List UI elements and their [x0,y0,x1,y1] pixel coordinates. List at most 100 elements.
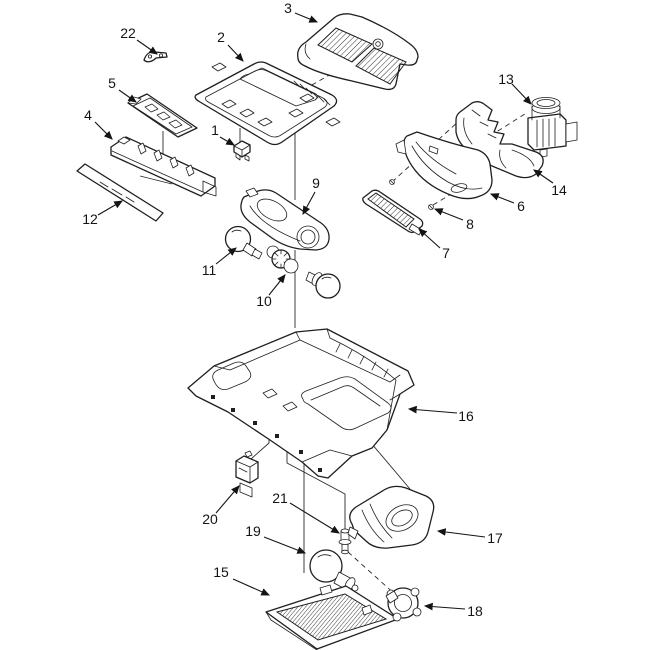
tray-clip [319,584,333,596]
callout-12: 12 [82,200,123,227]
lamp-lens-opening [256,198,288,222]
callout-6: 6 [489,193,525,214]
panel-tab [325,117,341,127]
dash-bulb-to-socket [347,551,398,597]
callout-label-17: 17 [487,530,503,546]
grille-knob [372,38,384,50]
part-lamp-socket [266,245,299,274]
pin-flange [338,539,352,545]
part-duct-cover [347,485,435,549]
callout-label-5: 5 [108,75,116,91]
panel-slot [221,99,237,109]
part-drip-tray [265,584,399,650]
insert-vents [367,192,415,228]
duct-opening [385,504,419,532]
callout-22: 22 [120,25,158,55]
callout-5: 5 [108,75,137,103]
callout-label-6: 6 [517,198,525,214]
line-part12-to-part4 [139,175,173,185]
tray-clip [361,604,373,616]
panel-opening [239,67,318,107]
body-slot [262,388,278,399]
callout-label-16: 16 [458,408,474,424]
screws [389,179,434,210]
part-grille-insert [362,189,424,236]
part-top-panel [194,61,341,146]
panel-slot [239,108,255,118]
valve-side-tab [565,121,578,143]
grommet-lug [412,607,422,617]
callouts: 22 2 3 5 4 1 12 13 [82,0,567,619]
grommet-lug [410,587,420,597]
grille-vent-left [317,27,373,63]
bar-tab [137,142,147,155]
grommet-lug [392,612,402,622]
callout-16: 16 [407,405,474,424]
duct-tab [347,526,359,540]
callout-label-11: 11 [202,262,217,278]
bar-endcap [202,180,217,197]
callout-18: 18 [423,602,483,619]
callout-label-13: 13 [498,71,514,87]
callout-10: 10 [256,274,286,309]
part-main-body [187,328,415,479]
callout-label-12: 12 [82,211,98,227]
callout-label-15: 15 [213,564,229,580]
body-center-channel [301,376,392,431]
part-upper-strip [127,93,198,138]
body-right-wall-ribs [335,343,389,378]
callout-2: 2 [217,29,244,62]
callout-label-19: 19 [245,523,261,539]
grommet-flange [385,590,399,604]
part-housing-bar [110,136,217,197]
callout-3: 3 [284,0,319,23]
callout-label-2: 2 [217,29,225,45]
strip-slot [156,111,171,121]
front-panel-slot [450,183,468,193]
callout-19: 19 [245,523,307,554]
part-trim-strip [76,163,164,222]
callout-14: 14 [533,169,567,198]
panel-slot [299,93,315,103]
grille-vent-right [355,47,407,85]
part-grille-cover [297,13,419,91]
callout-label-10: 10 [256,293,272,309]
dash-bracket-to-valve [451,111,529,161]
callout-20: 20 [202,485,240,527]
valve-body-ribs [536,117,556,148]
callout-label-8: 8 [466,216,474,232]
part-bulb-right [305,271,341,299]
callout-label-20: 20 [202,511,218,527]
bar-tab [169,156,179,169]
callout-15: 15 [213,564,271,596]
bar-tab [153,149,163,162]
callout-label-18: 18 [467,603,483,619]
part-bulb-lower [309,549,359,592]
callout-21: 21 [272,490,340,534]
lamp-round-opening [296,225,320,249]
callout-label-9: 9 [312,175,320,191]
callout-4: 4 [84,107,113,140]
callout-7: 7 [418,228,450,261]
callout-13: 13 [498,71,532,105]
callout-label-14: 14 [551,182,567,198]
part-pin [338,528,352,555]
part-switch [235,450,259,498]
bracket-hole [147,54,152,59]
strip-slot [144,103,159,113]
part-stepped-bracket [455,101,544,179]
panel-slot [288,108,304,118]
part-socket-grommet [385,587,422,622]
callout-11: 11 [202,247,237,278]
part-lamp-housing [240,187,330,251]
panel-hatch-edge [293,80,331,106]
body-left-pocket [212,361,252,391]
callout-1: 1 [211,122,235,146]
callout-label-1: 1 [211,122,219,138]
callout-8: 8 [433,208,474,232]
housing-tab [245,187,259,198]
switch-bracket [239,482,253,498]
part-front-panel [395,131,493,200]
